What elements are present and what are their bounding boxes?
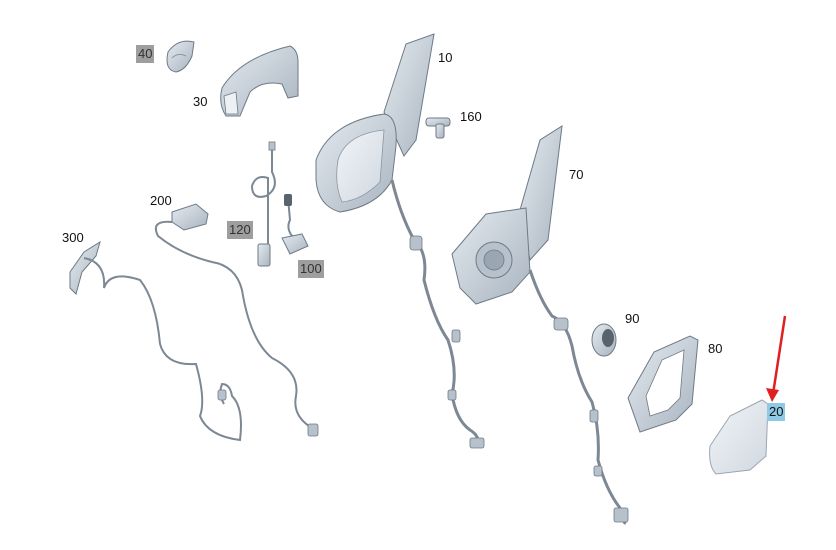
part-label-120[interactable]: 120 — [227, 221, 253, 239]
part-label-100[interactable]: 100 — [298, 260, 324, 278]
part-40-indicator-lens[interactable] — [166, 40, 195, 73]
part-label-90[interactable]: 90 — [625, 311, 640, 326]
selection-arrow-icon — [766, 315, 787, 402]
part-120-sensor-cable[interactable] — [250, 141, 276, 267]
part-label-80[interactable]: 80 — [708, 341, 723, 356]
part-label-200[interactable]: 200 — [150, 193, 172, 208]
part-100-connector[interactable] — [281, 194, 309, 255]
part-80-mirror-frame[interactable] — [627, 335, 699, 433]
part-label-300[interactable]: 300 — [62, 230, 84, 245]
part-label-70[interactable]: 70 — [569, 167, 584, 182]
part-label-20[interactable]: 20 — [767, 403, 786, 421]
part-70-mirror-housing[interactable] — [451, 125, 629, 525]
part-300-wiring-harness[interactable] — [69, 240, 242, 442]
part-20-mirror-glass[interactable] — [709, 399, 769, 475]
part-label-30[interactable]: 30 — [193, 94, 208, 109]
part-label-160[interactable]: 160 — [460, 109, 482, 124]
part-label-10[interactable]: 10 — [438, 50, 453, 65]
part-90-adjustment-motor[interactable] — [591, 323, 617, 357]
part-30-mirror-cap[interactable] — [220, 45, 299, 117]
part-10-outside-mirror[interactable] — [315, 33, 485, 449]
part-200-control-unit[interactable] — [154, 203, 319, 437]
part-label-40[interactable]: 40 — [136, 45, 155, 63]
part-160-screw[interactable] — [425, 117, 451, 139]
